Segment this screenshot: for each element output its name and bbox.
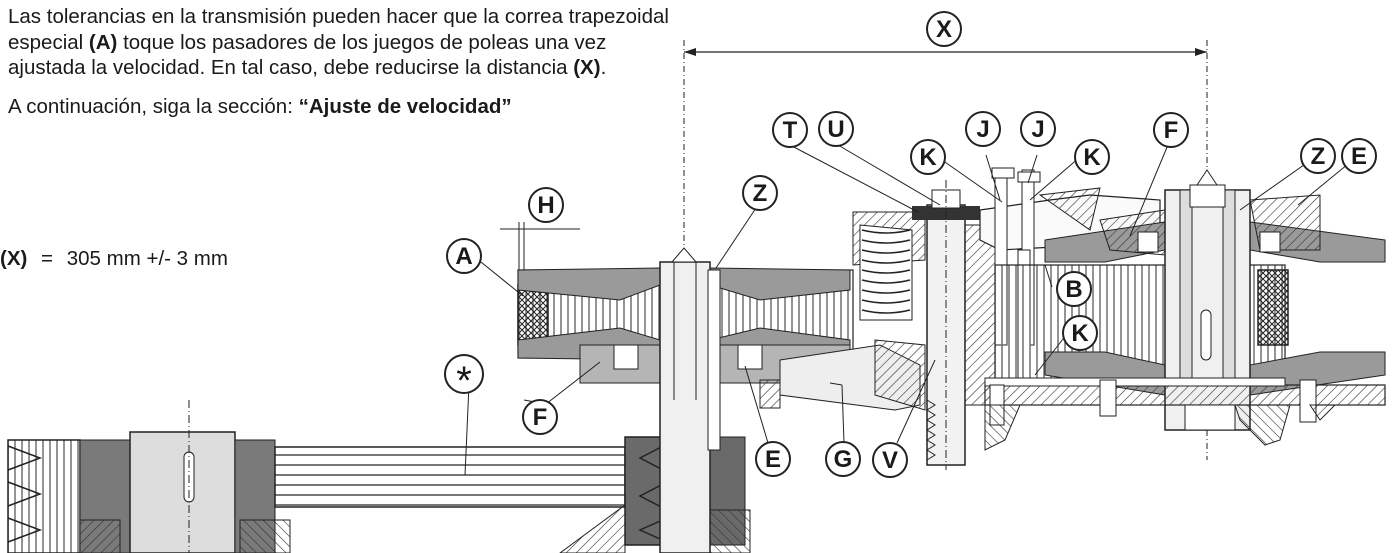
left-variator-pulley bbox=[517, 247, 854, 553]
callout-x: X bbox=[926, 11, 962, 47]
callout-star: * bbox=[444, 354, 484, 403]
flat-belt bbox=[274, 446, 626, 508]
callout-f-left: F bbox=[522, 399, 558, 435]
label-u: U bbox=[827, 116, 844, 143]
instruction-text: Las tolerancias en la transmisión pueden… bbox=[8, 4, 673, 132]
paragraph-next-step: A continuación, siga la sección: “Ajuste… bbox=[8, 94, 673, 120]
leader-lines bbox=[464, 139, 1360, 476]
tolerance-value: 305 mm +/- 3 mm bbox=[66, 247, 228, 270]
label-v: V bbox=[882, 447, 898, 474]
tolerance-symbol: (X) bbox=[0, 247, 28, 270]
label-t: T bbox=[783, 117, 798, 144]
label-j-right: J bbox=[1031, 116, 1044, 143]
label-star: * bbox=[456, 359, 472, 403]
label-x: X bbox=[936, 16, 952, 43]
dimension-h bbox=[500, 222, 580, 270]
tolerance-equals: = bbox=[41, 247, 54, 270]
label-k-left: K bbox=[919, 144, 937, 171]
callout-v: V bbox=[872, 442, 908, 478]
label-h: H bbox=[537, 192, 554, 219]
callout-z-left: Z bbox=[742, 175, 778, 211]
para2-text: A continuación, siga la sección: bbox=[8, 94, 299, 118]
tolerance-spec: (X) = 305 mm +/- 3 mm bbox=[0, 246, 228, 272]
para1-text-1: Las tolerancias en la transmisión pueden… bbox=[8, 5, 669, 54]
callout-t: T bbox=[772, 112, 808, 148]
callout-g: G bbox=[825, 441, 861, 477]
label-z-left: Z bbox=[753, 180, 768, 207]
callout-h: H bbox=[528, 187, 564, 223]
callout-e-right: E bbox=[1341, 138, 1377, 174]
callout-b: B bbox=[1056, 271, 1092, 307]
label-j-left: J bbox=[976, 116, 989, 143]
callout-z-right: Z bbox=[1300, 138, 1336, 174]
callout-j-right: J bbox=[1020, 111, 1056, 147]
para1-text-2: toque los pasadores de los juegos de pol… bbox=[8, 30, 607, 80]
label-g: G bbox=[834, 446, 853, 473]
label-e-bottom: E bbox=[765, 446, 781, 473]
callout-k-left: K bbox=[910, 139, 946, 175]
label-z-right: Z bbox=[1311, 143, 1326, 170]
label-k-right: K bbox=[1083, 144, 1101, 171]
lower-left-pulley bbox=[7, 400, 291, 553]
paragraph-tolerances: Las tolerancias en la transmisión pueden… bbox=[8, 4, 673, 81]
callout-k-right: K bbox=[1074, 139, 1110, 175]
callout-j-left: J bbox=[965, 111, 1001, 147]
section-reference: “Ajuste de velocidad” bbox=[298, 94, 512, 118]
callout-e-bottom: E bbox=[755, 441, 791, 477]
para1-text-3: . bbox=[600, 56, 607, 79]
label-f-left: F bbox=[533, 404, 548, 431]
label-b: B bbox=[1065, 276, 1082, 303]
callout-f-right: F bbox=[1153, 112, 1189, 148]
callout-a: A bbox=[446, 238, 482, 274]
callout-u: U bbox=[818, 111, 854, 147]
base-plate bbox=[984, 377, 1386, 451]
label-f-right: F bbox=[1164, 117, 1179, 144]
housing-g bbox=[779, 211, 926, 411]
para1-ref-a: (A) bbox=[88, 30, 118, 54]
label-a: A bbox=[455, 243, 472, 270]
label-e-right: E bbox=[1351, 143, 1367, 170]
callout-k-lower: K bbox=[1062, 315, 1098, 351]
label-k-lower: K bbox=[1071, 320, 1089, 347]
para1-ref-x: (X) bbox=[573, 56, 601, 79]
